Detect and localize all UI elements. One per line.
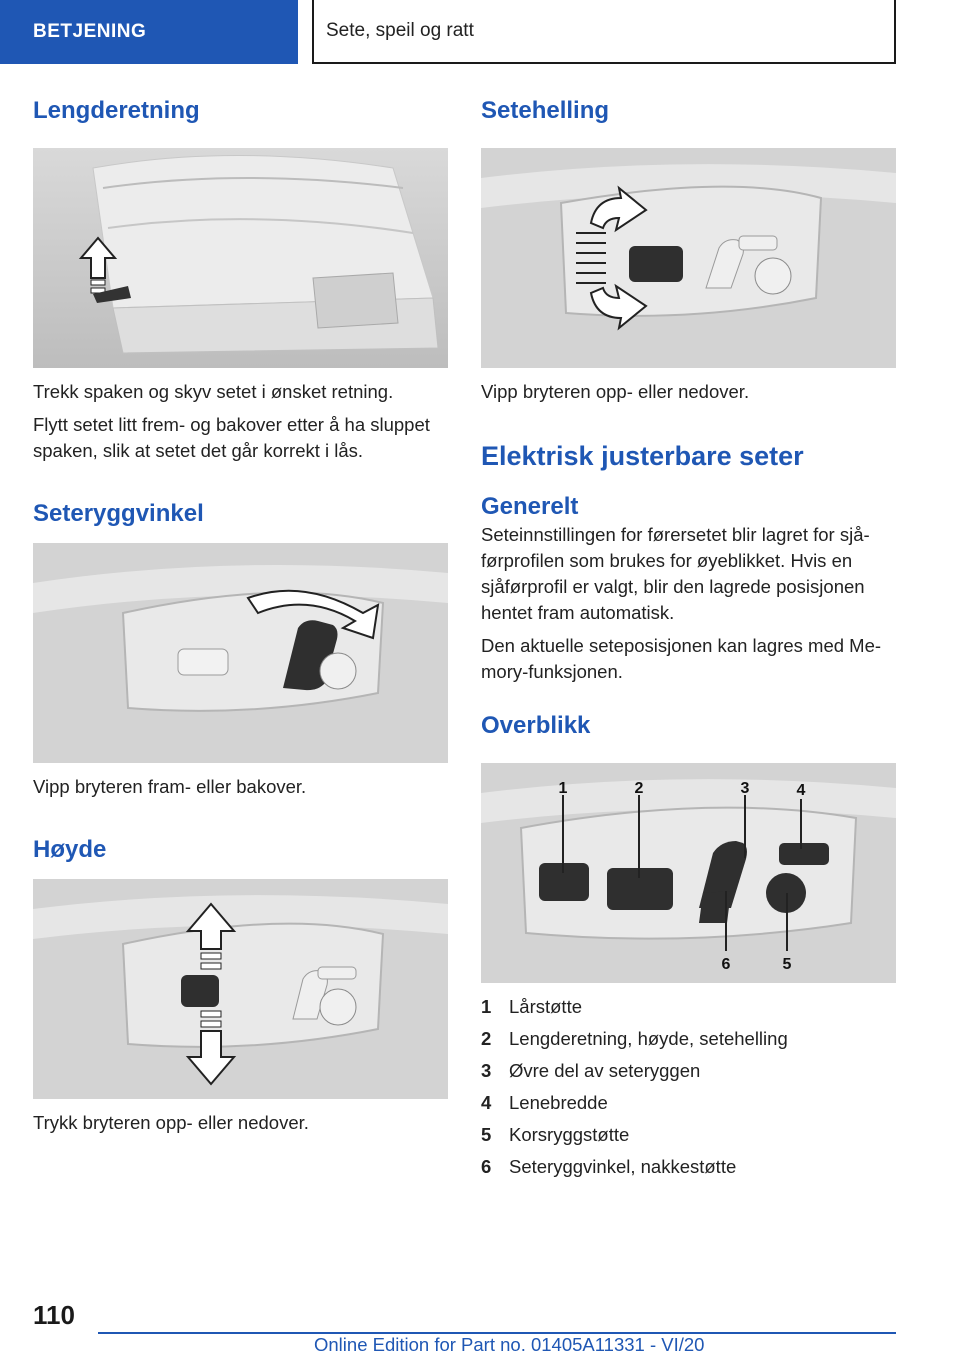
image-height [33, 879, 448, 1099]
list-item: 1 Lårstøtte [481, 991, 896, 1023]
list-item: 4 Lenebredde [481, 1087, 896, 1119]
list-label: Øvre del av seteryggen [509, 1060, 701, 1081]
list-label: Lårstøtte [509, 996, 582, 1017]
callout-6: 6 [722, 956, 731, 973]
text-general-6: mory-funksjonen. [481, 661, 623, 682]
callout-4: 4 [797, 782, 806, 799]
text-general-4: hentet fram automatisk. [481, 602, 675, 623]
heading-general: Generelt [481, 493, 579, 520]
list-item: 5 Korsryggstøtte [481, 1119, 896, 1151]
footer-edition: Online Edition for Part no. 01405A11331 … [314, 1334, 705, 1355]
image-back-angle [33, 543, 448, 763]
image-overview: 1 2 3 4 5 6 [481, 763, 896, 983]
callout-5: 5 [783, 956, 792, 973]
list-num: 2 [481, 1028, 492, 1049]
list-num: 4 [481, 1092, 492, 1113]
chapter-title: Sete, speil og ratt [326, 20, 474, 41]
text-back-angle: Vipp bryteren fram- eller bakover. [33, 776, 307, 797]
heading-electric-seats: Elektrisk justerbare seter [481, 441, 804, 471]
text-tilt: Vipp bryteren opp- eller nedover. [481, 381, 750, 402]
overview-legend: 1 Lårstøtte 2 Lengderetning, høyde, setehe… [481, 991, 896, 1183]
heading-tilt: Setehelling [481, 97, 610, 124]
left-column: Lengderetning Trekk spaken og skyv setet… [33, 96, 448, 1136]
callout-1: 1 [559, 780, 568, 797]
section-tab: BETJENING [0, 0, 298, 64]
list-num: 3 [481, 1060, 492, 1081]
text-general-2: førprofilen som brukes for øyeblikket. H… [481, 550, 853, 571]
section-title: BETJENING [33, 21, 147, 42]
heading-overview: Overblikk [481, 712, 591, 739]
right-column: Setehelling Vipp bryteren opp- eller ned… [481, 96, 896, 1183]
list-label: Korsryggstøtte [509, 1124, 630, 1145]
page-number: 110 [33, 1300, 75, 1330]
heading-back-angle: Seteryggvinkel [33, 500, 204, 527]
text-height: Trykk bryteren opp- eller nedover. [33, 1112, 309, 1133]
list-item: 3 Øvre del av seteryggen [481, 1055, 896, 1087]
text-general-3: sjåførprofil er valgt, blir den lagrede … [481, 576, 865, 597]
list-num: 1 [481, 996, 492, 1017]
list-label: Seteryggvinkel, nakkestøtte [509, 1156, 737, 1177]
text-general-5: Den aktuelle seteposisjonen kan lagres m… [481, 635, 882, 656]
list-item: 6 Seteryggvinkel, nakkestøtte [481, 1151, 896, 1183]
callout-2: 2 [635, 780, 644, 797]
list-num: 5 [481, 1124, 492, 1145]
list-label: Lenebredde [509, 1092, 608, 1113]
heading-length: Lengderetning [33, 97, 200, 124]
footer-divider [98, 1332, 896, 1334]
text-length-2a: Flytt setet litt frem- og bakover etter … [33, 414, 430, 435]
list-item: 2 Lengderetning, høyde, setehelling [481, 1023, 896, 1055]
text-length-2b: spaken, slik at setet det går korrekt i … [33, 440, 364, 461]
callout-3: 3 [741, 780, 750, 797]
image-seat-length [33, 148, 448, 368]
chapter-header: Sete, speil og ratt [312, 0, 896, 64]
text-general-1: Seteinnstillingen for førersetet blir la… [481, 524, 870, 545]
list-num: 6 [481, 1156, 492, 1177]
list-label: Lengderetning, høyde, setehelling [509, 1028, 788, 1049]
image-tilt [481, 148, 896, 368]
text-length-1: Trekk spaken og skyv setet i ønsket retn… [33, 381, 394, 402]
heading-height: Høyde [33, 836, 107, 863]
